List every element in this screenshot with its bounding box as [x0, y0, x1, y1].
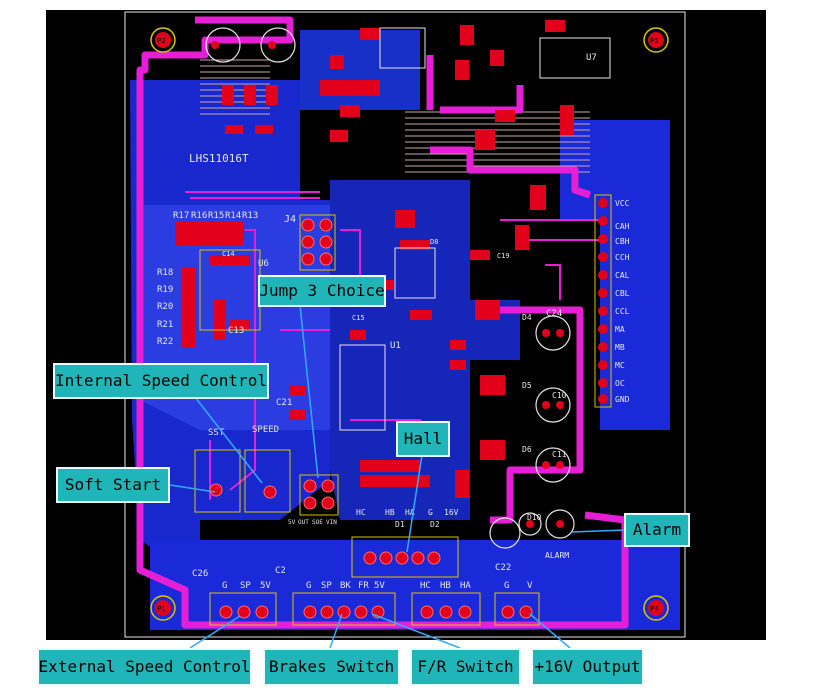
conn-brake-g: G	[306, 581, 311, 591]
callout-soft-start: Soft Start	[56, 467, 170, 503]
hole-label-p4: P4	[650, 605, 658, 613]
board-title: LHS11016T	[189, 152, 249, 165]
board-outline	[124, 11, 686, 638]
callout-fr-switch: F/R Switch	[410, 648, 521, 686]
conn-speed-5v: 5V	[260, 581, 271, 591]
jumper-label-out: OUT	[298, 519, 309, 526]
conn-power-g: G	[504, 581, 509, 591]
leader-lines	[169, 304, 626, 649]
header-label-cbl: CBL	[615, 289, 630, 298]
res-label-r15: R15	[208, 211, 224, 221]
conn-speed-sp: SP	[240, 581, 251, 591]
right-header	[594, 194, 612, 408]
power-traces	[136, 16, 629, 629]
callout-internal-speed-control: Internal Speed Control	[53, 363, 269, 399]
diode-label-d2: D2	[430, 520, 440, 529]
conn-power-v: V	[527, 581, 533, 591]
hall-header-16v: 16V	[444, 508, 459, 517]
conn-brake-5v: 5V	[374, 581, 385, 591]
diode-label-d1: D1	[395, 520, 405, 529]
chip-label-u6: U6	[258, 259, 269, 269]
conn-brake-sp: SP	[321, 581, 332, 591]
cap-label-c14: C14	[222, 250, 235, 258]
res-label-r19: R19	[157, 285, 173, 295]
header-label-gnd: GND	[615, 395, 630, 404]
callout-brakes-switch: Brakes Switch	[263, 648, 400, 686]
res-label-r21: R21	[157, 320, 173, 330]
through-hole-pads	[209, 218, 533, 619]
conn-speed-g: G	[222, 581, 227, 591]
conn-brake-bk: BK	[340, 581, 351, 591]
jumper-label-5v: 5V	[288, 519, 296, 526]
diode-label-d5: D5	[522, 381, 532, 390]
conn-hall-ha: HA	[460, 581, 471, 591]
cap-label-c2: C2	[275, 566, 286, 576]
signal-traces	[185, 191, 600, 500]
cap-pads	[211, 41, 564, 528]
hall-header-ha: HA	[405, 508, 415, 517]
cap-label-c19: C19	[497, 252, 510, 260]
callout-alarm: Alarm	[624, 513, 690, 547]
cap-label-c10: C10	[552, 391, 567, 400]
hall-header-g: G	[428, 508, 433, 517]
cap-label-c24: C24	[546, 309, 562, 319]
header-label-cbh: CBH	[615, 237, 630, 246]
electrolytic-caps	[205, 27, 575, 549]
res-label-r17: R17	[173, 211, 189, 221]
pot-label-sst: SST	[208, 428, 225, 438]
header-label-cal: CAL	[615, 271, 630, 280]
jumper-label-vin: VIN	[326, 519, 337, 526]
header-label-oc: OC	[615, 379, 625, 388]
header-label-ma: MA	[615, 325, 625, 334]
jumper-label-soe: SOE	[312, 519, 323, 526]
chip-label-u1: U1	[390, 341, 401, 351]
header-label-ccl: CCL	[615, 307, 630, 316]
cap-label-c26: C26	[192, 569, 208, 579]
hall-header-hc: HC	[356, 508, 366, 517]
hall-header-hb: HB	[385, 508, 395, 517]
chip-label-j4: J4	[284, 214, 296, 225]
hole-label-p2: P2	[157, 37, 165, 45]
header-label-cah: CAH	[615, 222, 630, 231]
cap-label-c15: C15	[352, 314, 365, 322]
cap-label-c11: C11	[552, 450, 567, 459]
pot-label-speed: SPEED	[252, 425, 279, 435]
diode-label-d10: D10	[527, 513, 542, 522]
res-label-r13: R13	[242, 211, 258, 221]
header-label-mc: MC	[615, 361, 625, 370]
res-label-r16: R16	[191, 211, 207, 221]
cap-label-c22: C22	[495, 563, 511, 573]
diode-label-d4: D4	[522, 313, 532, 322]
callout-hall: Hall	[396, 421, 450, 457]
res-label-r14: R14	[225, 211, 241, 221]
diode-label-d8: D8	[430, 238, 438, 246]
diode-label-d6: D6	[522, 445, 532, 454]
res-label-r18: R18	[157, 268, 173, 278]
header-label-mb: MB	[615, 343, 625, 352]
cap-label-c21: C21	[276, 398, 292, 408]
silk-outlines	[194, 27, 611, 626]
conn-hall-hc: HC	[420, 581, 431, 591]
header-label-cch: CCH	[615, 253, 630, 262]
smd-pads	[175, 20, 574, 498]
conn-brake-fr: FR	[358, 581, 369, 591]
callout-16v-output: +16V Output	[531, 648, 644, 686]
callout-external-speed-control: External Speed Control	[37, 648, 252, 686]
mount-holes	[150, 27, 669, 621]
res-label-r22: R22	[157, 337, 173, 347]
conn-hall-hb: HB	[440, 581, 451, 591]
res-label-r20: R20	[157, 302, 173, 312]
callout-jump3-choice: Jump 3 Choice	[258, 275, 386, 307]
cap-label-c13: C13	[228, 326, 244, 336]
chip-label-u7: U7	[586, 53, 597, 63]
hole-label-p5: P5	[650, 37, 658, 45]
header-label-vcc: VCC	[615, 199, 630, 208]
alarm-silk-label: ALARM	[545, 551, 569, 560]
hole-label-p1: P1	[157, 605, 165, 613]
